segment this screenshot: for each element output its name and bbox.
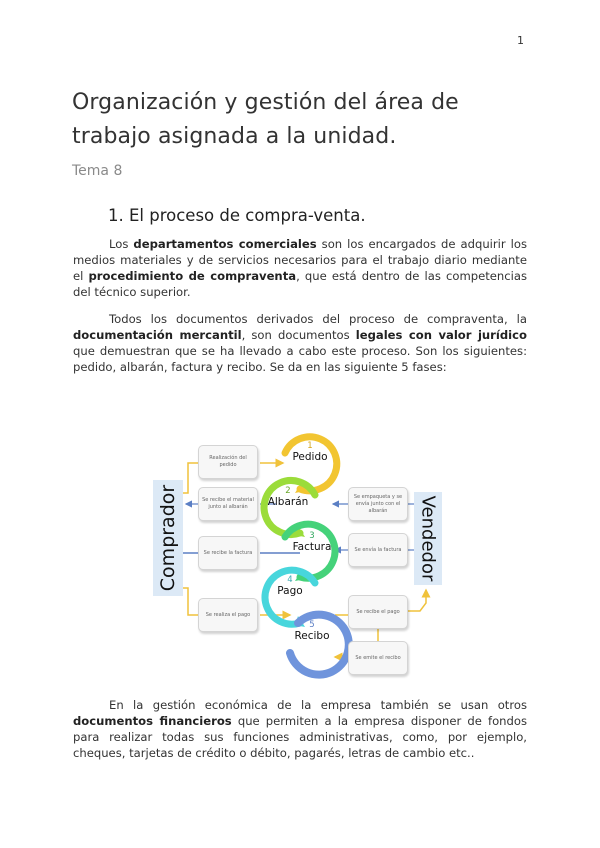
- diagram-connectors: [183, 433, 431, 679]
- text: En la gestión económica de la empresa ta…: [109, 698, 527, 712]
- text: que permiten a la empresa disponer de fo…: [73, 714, 527, 760]
- document-subtitle: Tema 8: [72, 163, 123, 179]
- bold-term: documentos financieros: [73, 714, 232, 728]
- actor-label: Vendedor: [417, 495, 439, 582]
- left-box-albaran: Se recibe el material junto al albarán: [198, 487, 258, 521]
- right-box-recibo: Se emite el recibo: [348, 641, 408, 675]
- bold-term: departamentos comerciales: [133, 237, 317, 251]
- left-box-pago: Se realiza el pago: [198, 598, 258, 632]
- text: que demuestran que se ha llevado a cabo …: [73, 344, 527, 374]
- step-number: 5: [309, 620, 315, 630]
- step-number: 1: [307, 441, 313, 451]
- step-label: Pago: [277, 585, 303, 597]
- text: son los encargados de adquirir los medio…: [73, 237, 528, 283]
- page-number: 1: [517, 34, 524, 47]
- text: , que está dentro de las competencias de…: [73, 269, 527, 299]
- right-box-pago: Se recibe el pago: [348, 595, 408, 629]
- paragraph-financieros: En la gestión económica de la empresa ta…: [73, 697, 527, 761]
- step-label: Albarán: [267, 496, 309, 508]
- step-number: 4: [287, 575, 293, 585]
- actor-label: Comprador: [157, 484, 180, 592]
- text: Los: [109, 237, 134, 251]
- right-box-albaran: Se empaqueta y se envía junto con el alb…: [348, 487, 408, 521]
- section-heading: 1. El proceso de compra-venta.: [108, 206, 366, 225]
- paragraph-departamentos: Los departamentos comerciales son los en…: [73, 236, 527, 300]
- step-label: Pedido: [292, 451, 328, 463]
- step-label: Recibo: [294, 630, 330, 642]
- compraventa-diagram: Comprador Vendedor Realización del pedid…: [150, 425, 450, 685]
- bold-term: procedimiento de compraventa: [88, 269, 297, 283]
- text: , son documentos: [241, 328, 356, 342]
- right-box-factura: Se envía la factura: [348, 533, 408, 567]
- paragraph-documentacion: Todos los documentos derivados del proce…: [73, 311, 527, 375]
- bold-term: documentación mercantil: [73, 328, 242, 342]
- bold-term: legales con valor jurídico: [355, 328, 527, 342]
- step-number: 2: [285, 486, 291, 496]
- actor-comprador: Comprador: [153, 480, 183, 596]
- step-label: Factura: [292, 541, 332, 553]
- document-title: Organización y gestión del área de traba…: [72, 90, 459, 149]
- step-number: 3: [309, 531, 315, 541]
- left-box-pedido: Realización del pedido: [198, 445, 258, 479]
- left-box-factura: Se recibe la factura: [198, 536, 258, 570]
- text: Todos los documentos derivados del proce…: [109, 312, 527, 326]
- actor-vendedor: Vendedor: [414, 492, 442, 585]
